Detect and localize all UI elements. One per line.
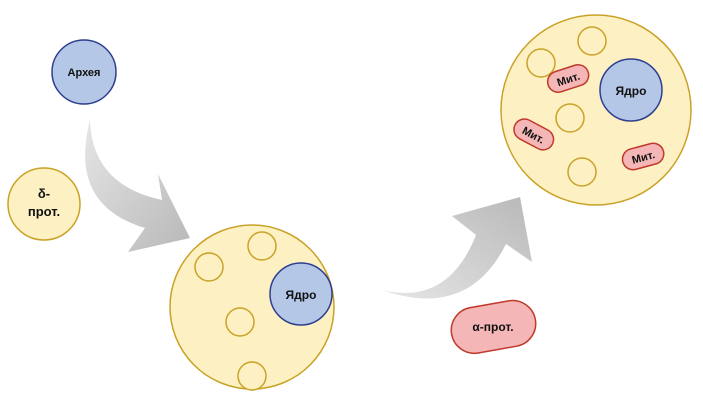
- delta-proteobacterium: δ- прот.: [7, 167, 81, 241]
- delta-label-line1: δ-: [38, 186, 50, 201]
- alpha-proteobacterium: α-прот.: [450, 299, 537, 355]
- alpha-label: α-прот.: [472, 320, 513, 334]
- archaea-label: Архея: [68, 67, 101, 79]
- mito-label: Мит.: [631, 149, 657, 167]
- mitochondrion: Мит.: [513, 118, 555, 151]
- nucleus: [599, 58, 663, 122]
- delta-label-line2: прот.: [28, 204, 60, 219]
- vesicle: [526, 48, 556, 78]
- vesicle: [225, 307, 255, 337]
- vesicle: [555, 103, 585, 133]
- proto-eukaryote-cell: Ядро: [169, 224, 335, 391]
- mitochondrion: Мит.: [621, 142, 665, 171]
- vesicle: [567, 157, 597, 187]
- mitochondrion: Мит.: [546, 63, 590, 93]
- vesicle: [194, 252, 224, 282]
- arrow-engulf: [382, 197, 532, 299]
- vesicle: [247, 231, 277, 261]
- vesicle: [577, 26, 607, 56]
- vesicle: [237, 361, 267, 391]
- eukaryote-cell: Ядро Мит. Мит. Мит.: [500, 14, 692, 206]
- archaea-cell: Архея: [51, 39, 117, 105]
- nucleus: [269, 262, 333, 326]
- nucleus-label: Ядро: [286, 288, 317, 302]
- arrow-merge: [85, 120, 190, 252]
- nucleus-label: Ядро: [616, 84, 647, 98]
